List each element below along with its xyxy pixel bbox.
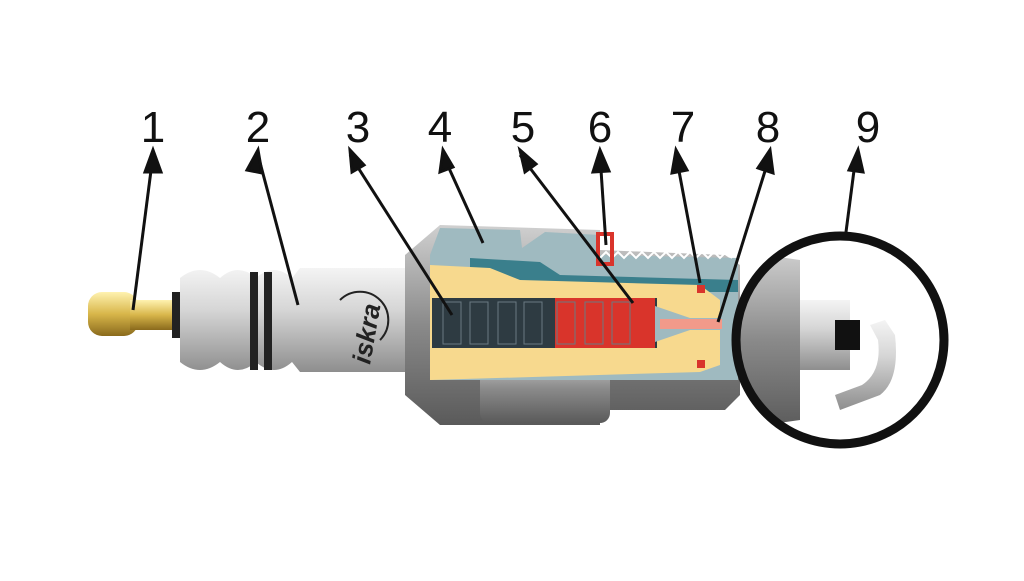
electrode-tip-magnifier — [731, 231, 949, 449]
arrowhead-6 — [590, 145, 612, 174]
center-electrode — [660, 319, 722, 329]
terminal-nut — [88, 292, 182, 338]
arrowhead-9 — [846, 145, 865, 174]
label-1: 1 — [141, 103, 165, 152]
label-9: 9 — [856, 103, 880, 152]
arrowhead-4 — [438, 145, 456, 175]
label-4: 4 — [428, 103, 452, 152]
label-3: 3 — [346, 103, 370, 152]
arrowhead-1 — [142, 145, 164, 174]
callout-arrows — [131, 145, 865, 323]
label-8: 8 — [756, 103, 780, 152]
glass-seal — [555, 298, 655, 348]
arrowhead-5 — [517, 145, 539, 175]
ceramic-insulator-body — [180, 268, 410, 372]
arrow-3 — [348, 154, 454, 316]
arrow-8 — [716, 154, 772, 323]
arrow-7 — [674, 154, 702, 284]
arrow-2 — [256, 154, 300, 306]
label-5: 5 — [511, 103, 535, 152]
arrowhead-8 — [755, 145, 775, 176]
label-7: 7 — [671, 103, 695, 152]
arrowhead-2 — [244, 145, 264, 175]
arrowhead-7 — [670, 145, 690, 175]
callout-labels: 1 2 3 4 5 6 7 8 9 — [141, 103, 880, 152]
label-2: 2 — [246, 103, 270, 152]
arrowhead-3 — [348, 145, 367, 175]
insulator-section — [430, 265, 722, 380]
arrow-5 — [518, 154, 635, 304]
arrow-1 — [131, 154, 155, 311]
label-6: 6 — [588, 103, 612, 152]
